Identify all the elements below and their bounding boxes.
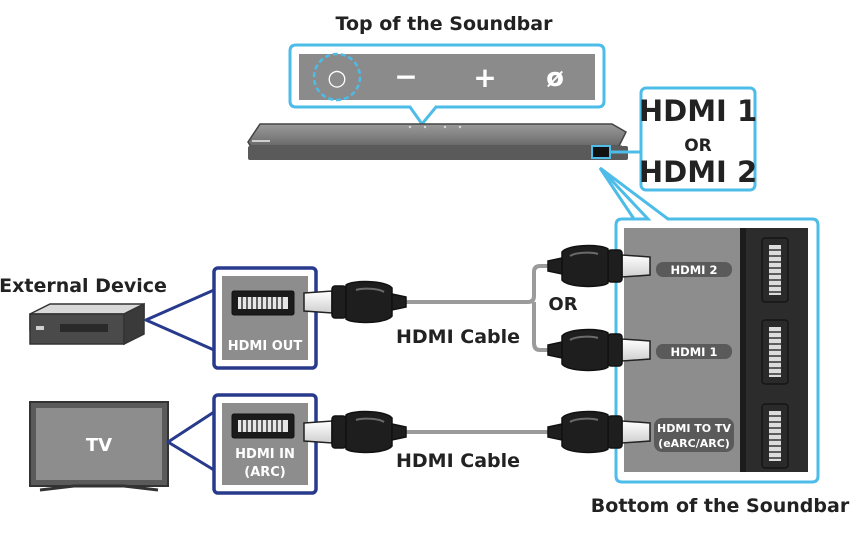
hdmi-connector-tv bbox=[303, 410, 407, 454]
tv: TV bbox=[29, 401, 169, 492]
hdmi2-port-label: HDMI 2 bbox=[671, 263, 718, 277]
power-button[interactable] bbox=[321, 61, 353, 93]
earc-arc-port-label: (eARC/ARC) bbox=[658, 437, 730, 450]
hdmi2-callout-label: HDMI 2 bbox=[639, 155, 757, 189]
external-device-label: External Device bbox=[0, 275, 167, 297]
cable-or-label: OR bbox=[548, 294, 577, 315]
mic-off-icon[interactable]: ø bbox=[546, 63, 564, 93]
tv-pointer bbox=[166, 410, 216, 472]
hdmi-out-label: HDMI OUT bbox=[228, 339, 303, 354]
soundbar-top-callout: ○ − + ø bbox=[288, 43, 606, 127]
bottom-of-soundbar-label: Bottom of the Soundbar bbox=[591, 495, 850, 517]
hdmi2-port bbox=[761, 237, 789, 303]
hdmi-cables bbox=[392, 264, 560, 434]
hdmi1-port-label: HDMI 1 bbox=[671, 345, 718, 359]
hdmi1-callout-label: HDMI 1 bbox=[639, 94, 757, 128]
volume-up-icon[interactable]: + bbox=[473, 61, 496, 94]
external-device-pointer bbox=[144, 288, 216, 352]
hdmi-cable-label-top: HDMI Cable bbox=[396, 326, 520, 348]
volume-down-icon[interactable]: − bbox=[394, 60, 417, 93]
hdmi-in-label: HDMI IN bbox=[235, 447, 295, 462]
hdmi-input-callout: HDMI 1 OR HDMI 2 bbox=[639, 86, 757, 192]
arc-label: (ARC) bbox=[244, 465, 286, 480]
hdmi-out-port bbox=[231, 290, 295, 316]
power-icon: ○ bbox=[327, 66, 346, 91]
tv-screen-label: TV bbox=[86, 435, 112, 456]
hdmi-in-arc-port bbox=[231, 413, 295, 439]
hdmi1-port bbox=[761, 319, 789, 385]
soundbar-body bbox=[247, 123, 640, 160]
hdmi-to-tv-port bbox=[761, 403, 789, 469]
or-callout-label: OR bbox=[684, 136, 712, 156]
hdmi-to-tv-port-label: HDMI TO TV bbox=[657, 422, 731, 435]
hdmi-cable-label-bottom: HDMI Cable bbox=[396, 450, 520, 472]
external-device-box bbox=[29, 302, 145, 346]
top-of-soundbar-label: Top of the Soundbar bbox=[336, 13, 554, 35]
hdmi-connector-external-device bbox=[303, 280, 407, 324]
soundbar-bottom-panel: HDMI 2 HDMI 1 HDMI TO TV (eARC/ARC) bbox=[598, 166, 820, 484]
power-button-highlight bbox=[312, 52, 362, 102]
